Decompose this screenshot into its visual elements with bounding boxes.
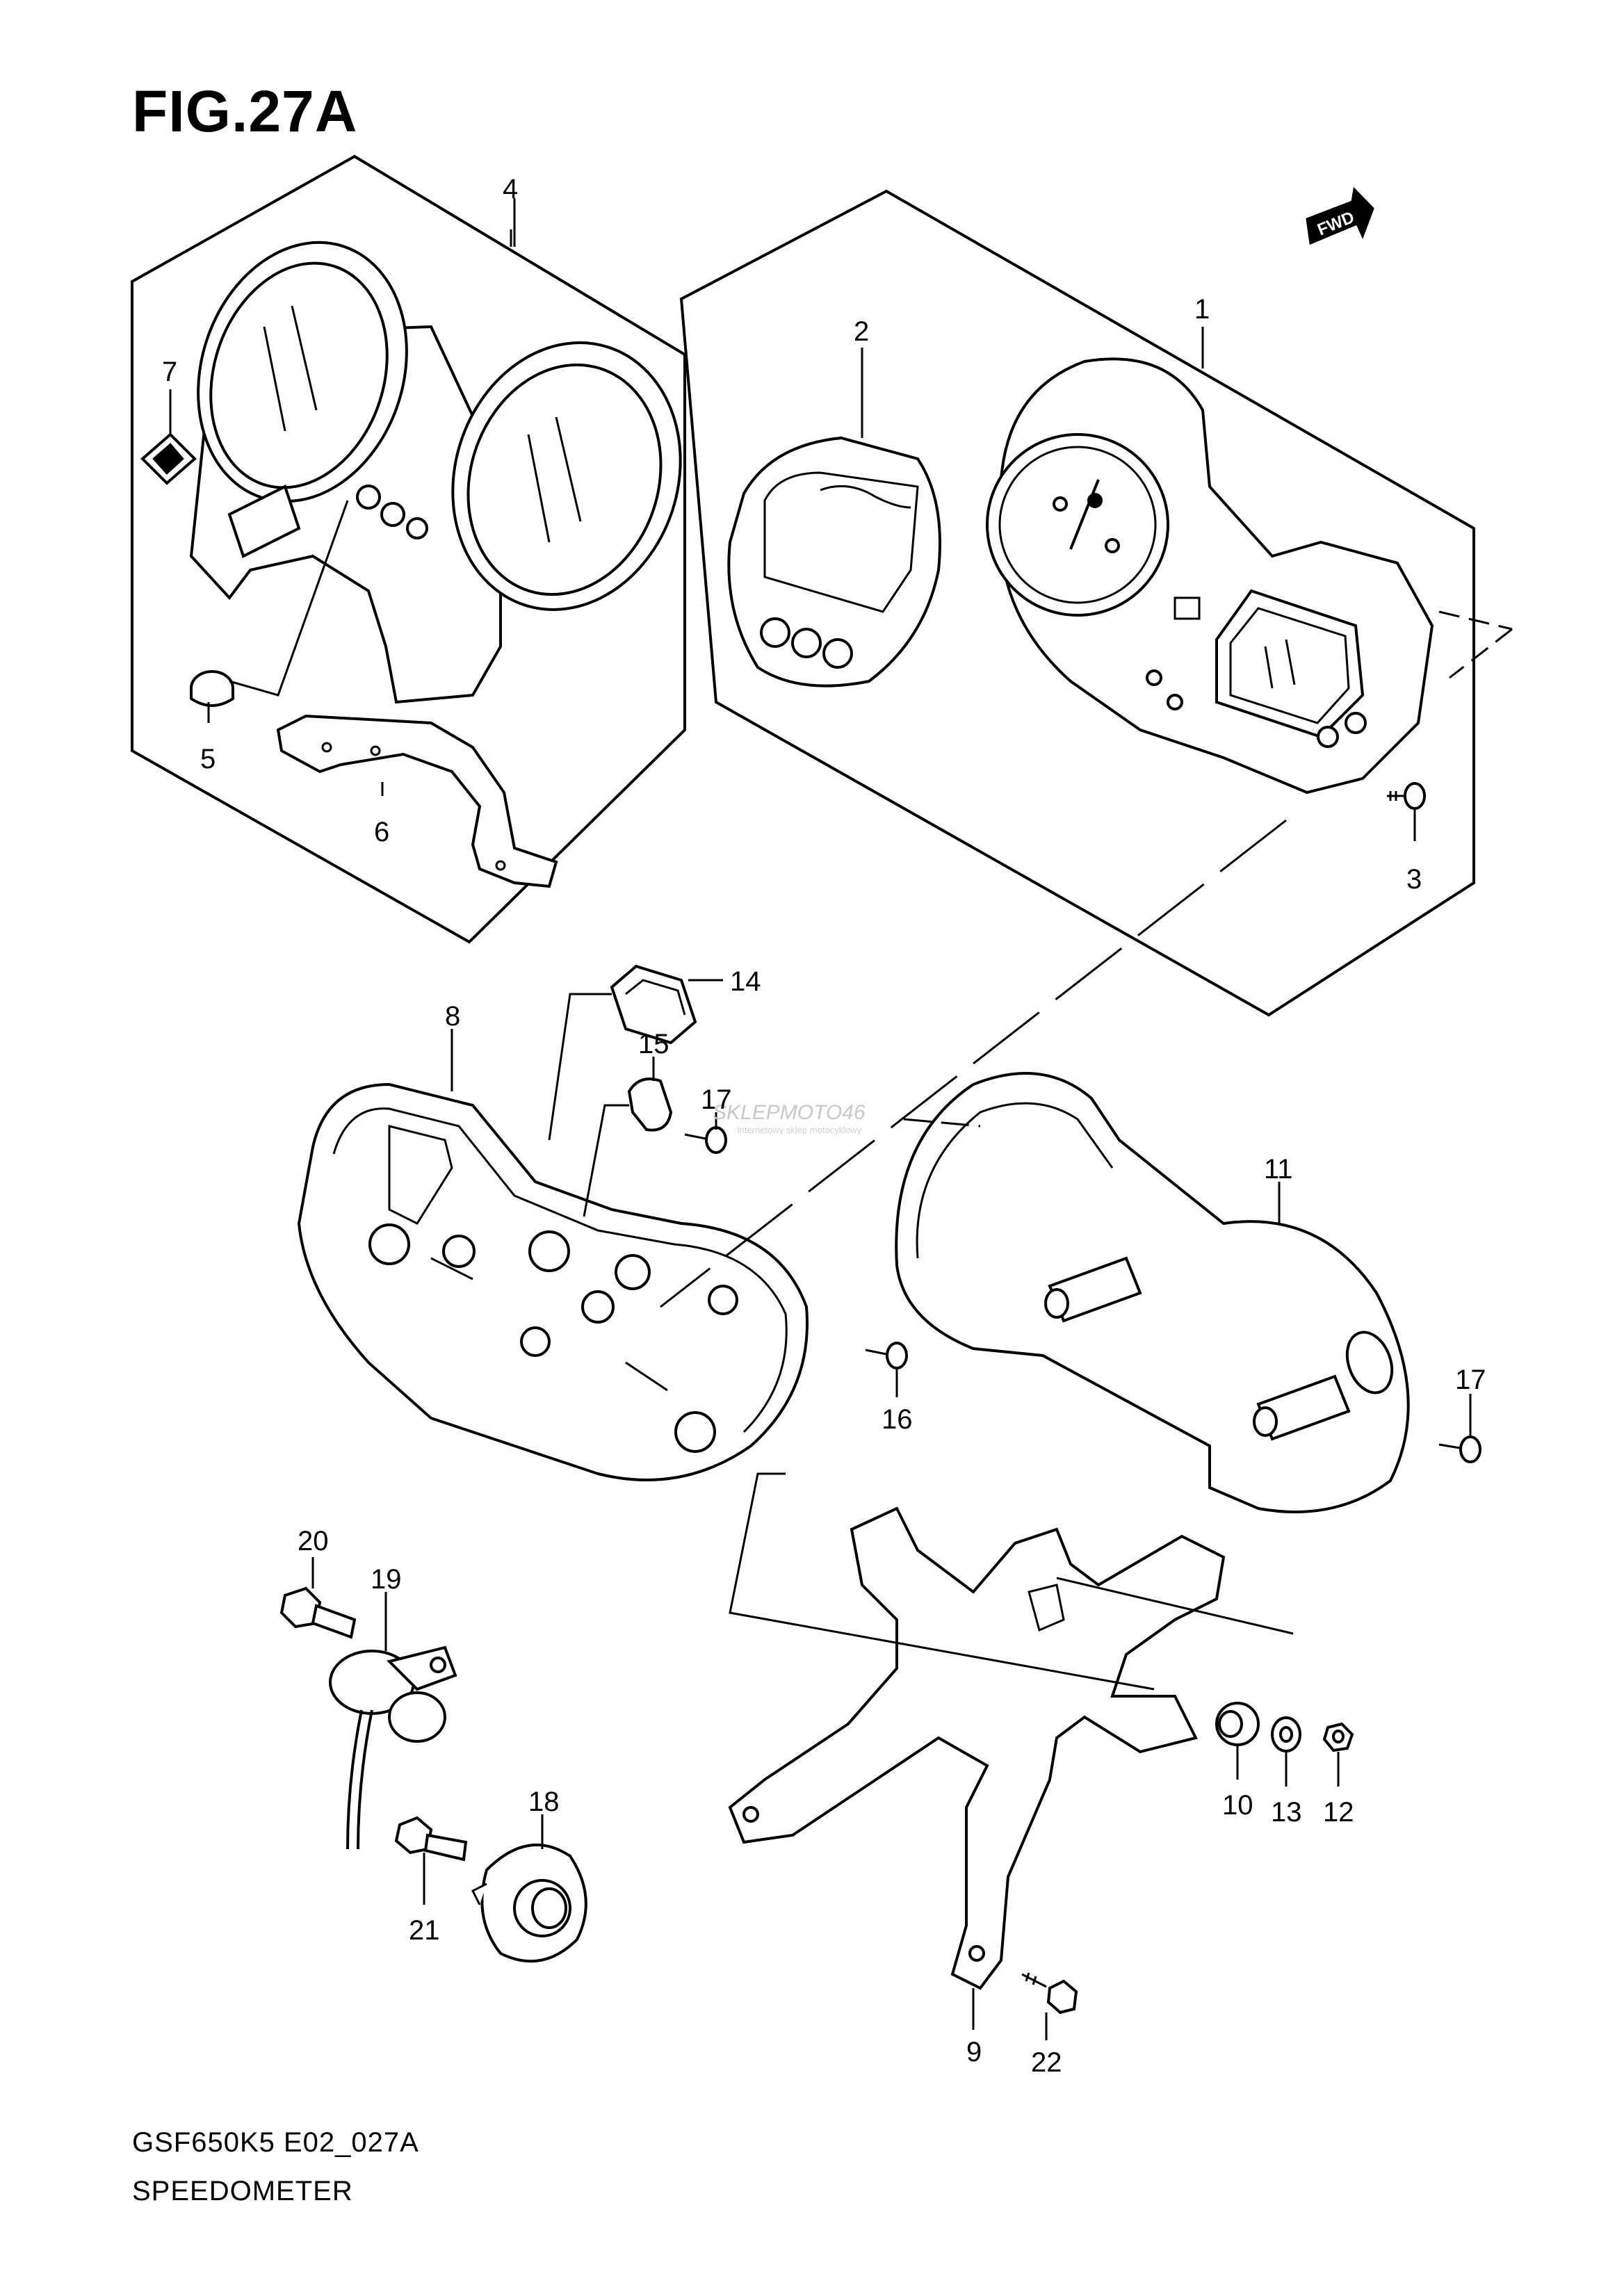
emblem-part-7 (140, 432, 197, 485)
meter-case-part-8 (297, 1082, 809, 1481)
grommet-part-10 (1215, 1702, 1260, 1746)
leader-lines (169, 198, 1513, 2040)
speed-sensor-part-20 (329, 1645, 457, 1850)
callout-19: 18 (528, 1787, 560, 1817)
meter-housing-part-11 (895, 1072, 1410, 1513)
callout-labels: 4 1 2 7 5 6 3 14 8 15 17 11 17 16 20 19 … (162, 174, 1486, 2078)
callout-8: 8 (445, 1001, 460, 1032)
callout-4: 4 (503, 174, 518, 204)
callout-18: 22 (1031, 2047, 1062, 2078)
callout-20: 19 (371, 1564, 402, 1595)
figure-title: FIG.27A (132, 79, 358, 144)
callout-1: 1 (1194, 294, 1210, 325)
bracket-part-6 (276, 714, 558, 888)
mount-bracket-part-9 (728, 1506, 1226, 1990)
disc-part-19 (471, 1844, 587, 1963)
callout-6: 6 (374, 817, 389, 847)
section-name: SPEEDOMETER (132, 2176, 353, 2206)
callout-9: 9 (966, 2037, 982, 2067)
bolt-part-18 (1021, 1972, 1078, 2015)
screw-part-17-upper (684, 1126, 727, 1154)
callout-15: 15 (638, 1029, 669, 1059)
callout-3: 3 (1406, 864, 1422, 895)
watermark: SKLEPMOTO46 Internetowy sklep motocyklow… (713, 1101, 866, 1135)
callout-7: 7 (162, 357, 177, 387)
callout-17-right: 17 (1455, 1365, 1486, 1395)
screw-part-3 (1387, 782, 1426, 810)
callout-14: 14 (730, 966, 761, 997)
fwd-arrow-icon: FWD (1306, 186, 1374, 245)
assembly-frame-4 (131, 154, 686, 944)
watermark-text: SKLEPMOTO46 (713, 1101, 866, 1124)
watermark-subtext: Internetowy sklep motocyklowy (737, 1125, 862, 1135)
washer-part-13 (1271, 1716, 1301, 1752)
grommet-part-5 (190, 670, 234, 707)
clamp-part-15 (627, 1077, 673, 1132)
callout-11: 11 (1264, 1154, 1293, 1185)
callout-2: 2 (854, 316, 869, 347)
callout-12: 12 (1323, 1797, 1354, 1828)
callout-21: 20 (298, 1526, 329, 1556)
model-code: GSF650K5 E02_027A (132, 2127, 419, 2158)
screw-part-17-right (1438, 1435, 1481, 1463)
callout-22: 21 (409, 1915, 440, 1946)
callout-17-upper: 17 (701, 1084, 732, 1115)
assembly-frame-1 (679, 189, 1475, 1017)
meter-cover-part-4 (189, 241, 682, 704)
nut-part-12 (1322, 1722, 1354, 1752)
callout-5: 5 (200, 744, 216, 774)
bolt-part-22 (394, 1816, 468, 1862)
callout-13: 13 (1271, 1797, 1302, 1828)
meter-assembly-part-1 (986, 357, 1434, 795)
bolt-part-21 (279, 1586, 357, 1639)
callout-10: 10 (1222, 1790, 1253, 1821)
callout-16: 16 (882, 1404, 913, 1435)
screw-part-16 (865, 1342, 908, 1369)
connector-part-14 (610, 964, 697, 1045)
meter-lens-part-2 (727, 436, 941, 688)
